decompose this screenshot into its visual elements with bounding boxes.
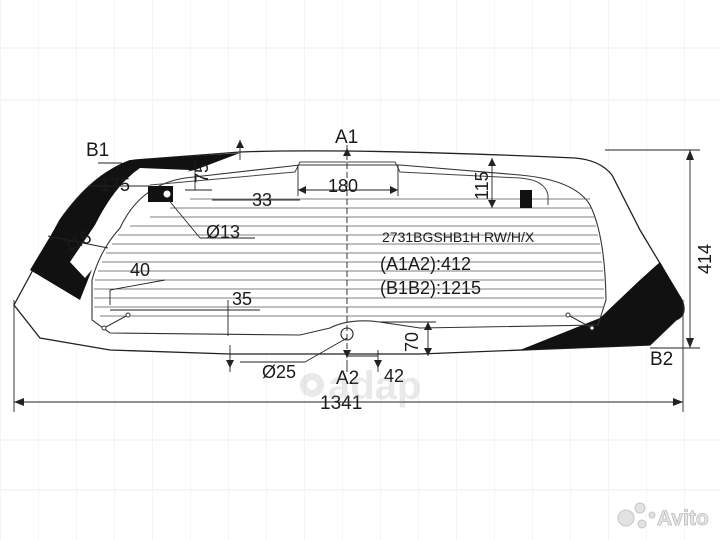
dim-40: 40 (130, 260, 150, 280)
spec-b1b2: (B1B2):1215 (380, 278, 481, 298)
dim-175: 175 (100, 175, 130, 195)
watermark-corner-text: Avito (657, 507, 709, 530)
dim-180: 180 (328, 176, 358, 196)
dim-115-right: 115 (472, 171, 492, 200)
dimension-lines (13, 145, 700, 412)
dim-height-414: 414 (695, 244, 715, 274)
dim-75: 75 (192, 163, 212, 183)
point-b1: B1 (86, 140, 109, 161)
avito-logo-icon (617, 502, 656, 529)
mount-bracket-right (520, 190, 532, 208)
dim-13-hole: Ø13 (206, 222, 240, 242)
top-trim (149, 161, 549, 205)
dim-33: 33 (252, 190, 272, 210)
part-code: 2731BGSHB1H RW/H/X (382, 229, 535, 245)
ceramic-band-right (520, 262, 684, 350)
connector-left (101, 312, 131, 331)
heater-lines (94, 198, 604, 317)
watermark-center-text: adap (328, 364, 421, 408)
watermark-center: adap (300, 364, 421, 408)
background-hlines (0, 47, 720, 491)
dim-70: 70 (402, 332, 422, 352)
dim-width-1341: 1341 (320, 393, 362, 414)
heating-area (91, 164, 607, 336)
watermark-corner: Avito (617, 502, 709, 530)
point-a1: A1 (335, 127, 358, 148)
dim-35: 35 (232, 289, 252, 309)
spec-a1a2: (A1A2):412 (380, 254, 471, 274)
dim-25-hole: Ø25 (262, 362, 296, 382)
hole-13 (162, 189, 172, 199)
dim-42: 42 (384, 366, 404, 386)
connector-right (565, 312, 595, 331)
ceramic-inner-left (70, 168, 190, 278)
point-a2: A2 (336, 368, 359, 389)
point-b2: B2 (650, 349, 673, 370)
